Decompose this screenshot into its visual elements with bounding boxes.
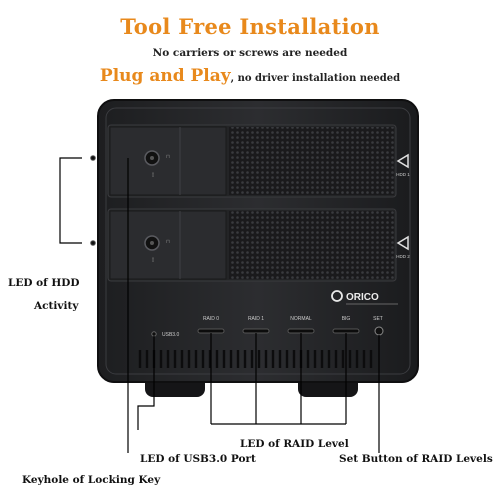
- hdd-led-callout-line2: Activity: [34, 300, 79, 312]
- eject-icon: [396, 235, 409, 251]
- callout-lines: [59, 157, 380, 453]
- eject-icon: [396, 153, 409, 169]
- bay-1-label: HDD 1: [396, 172, 410, 177]
- set-button-callout: Set Button of RAID Levels: [339, 453, 493, 465]
- plug-play-heading: Plug and Play: [99, 66, 231, 86]
- raid-label: RAID 0: [203, 316, 219, 322]
- hdd-led-2: [90, 240, 96, 246]
- svg-text:⊓: ⊓: [166, 239, 170, 245]
- svg-text:▯: ▯: [152, 172, 155, 178]
- drive-bay-1[interactable]: [107, 124, 397, 198]
- hdd-led-1: [90, 155, 96, 161]
- keyhole-callout: Keyhole of Locking Key: [22, 474, 161, 486]
- plug-play-line: Plug and Play, no driver installation ne…: [0, 66, 500, 86]
- plug-play-note: , no driver installation needed: [230, 73, 401, 84]
- usb-led: [151, 331, 157, 337]
- raid-label: SET: [373, 316, 383, 322]
- bay-2-label: HDD 2: [396, 254, 410, 259]
- brand-logo: ORICO: [331, 290, 398, 305]
- raid-label: RAID 1: [248, 316, 264, 322]
- page-subtitle: No carriers or screws are needed: [152, 47, 348, 59]
- hdd-led-callout: LED of HDD: [8, 277, 80, 289]
- raid-set-button[interactable]: [374, 326, 384, 336]
- raid-label: BIG: [342, 316, 351, 322]
- usb-led-callout: LED of USB3.0 Port: [140, 453, 256, 465]
- svg-text:ORICO: ORICO: [346, 292, 379, 303]
- svg-text:⊓: ⊓: [166, 154, 170, 160]
- usb-label: USB3.0: [162, 332, 179, 338]
- drive-bay-2[interactable]: [107, 208, 397, 282]
- raid-label: NORMAL: [290, 316, 312, 322]
- raid-led-callout: LED of RAID Level: [240, 438, 349, 450]
- svg-text:▯: ▯: [152, 257, 155, 263]
- page-title: Tool Free Installation: [120, 14, 380, 39]
